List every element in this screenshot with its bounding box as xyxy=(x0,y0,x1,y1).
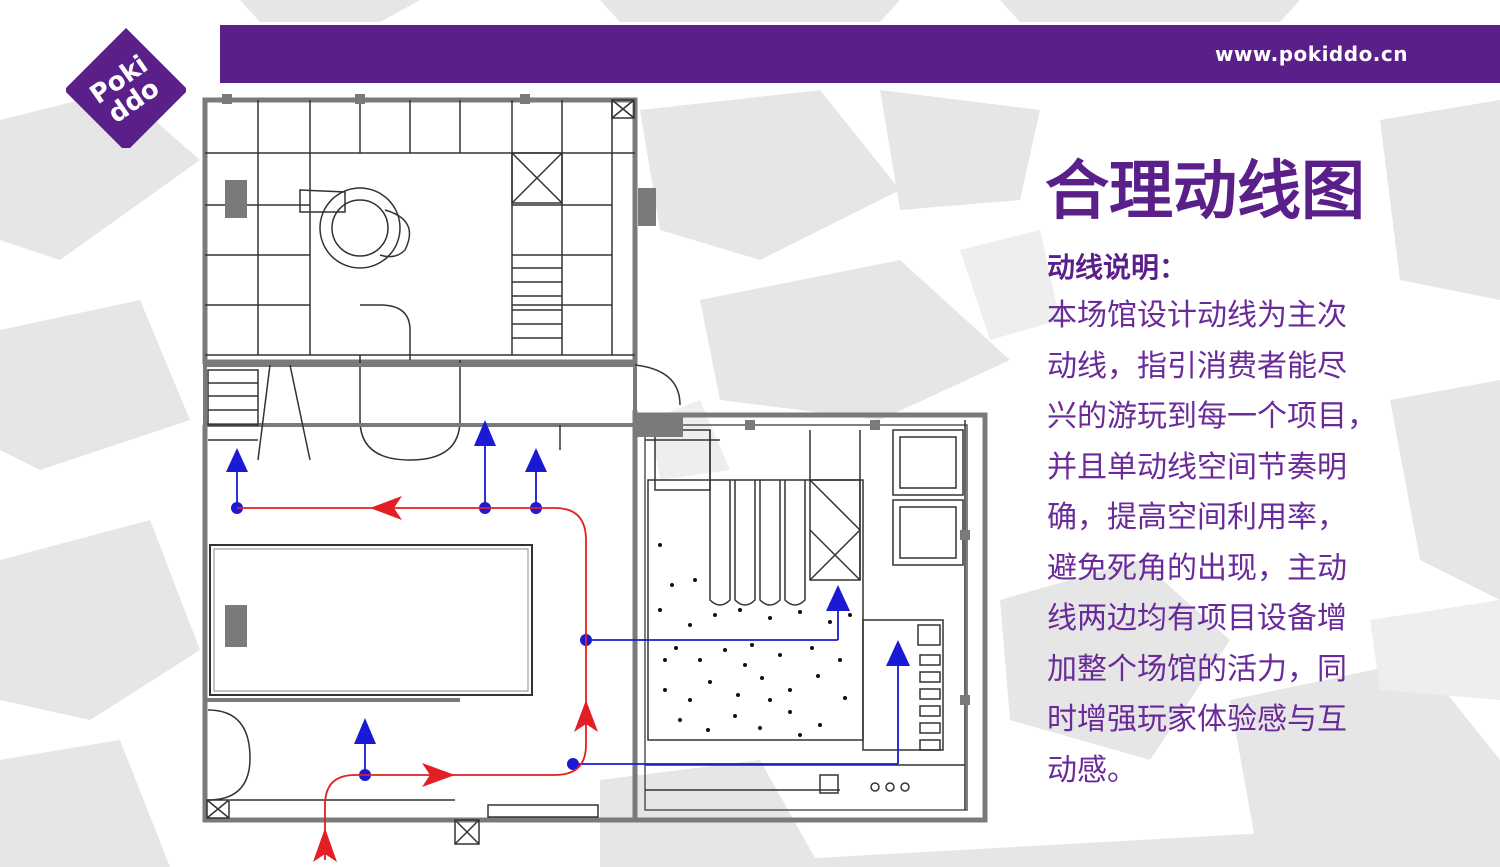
arrow-right-icon xyxy=(422,763,455,787)
arrow-up-icon xyxy=(313,828,337,862)
arrow-up-icon xyxy=(474,420,496,446)
arrow-up-icon xyxy=(354,718,376,744)
secondary-flow xyxy=(236,440,899,775)
arrow-up-icon xyxy=(226,448,248,472)
description-text: 本场馆设计动线为主次 动线，指引消费者能尽 兴的游玩到每一个项目， 并且单动线空… xyxy=(1047,298,1377,788)
page-title: 合理动线图 xyxy=(1045,155,1365,229)
arrow-up-icon xyxy=(886,640,910,666)
arrow-up-icon xyxy=(826,585,850,611)
arrow-up-icon xyxy=(574,700,598,732)
upper-room-outline xyxy=(202,97,638,365)
website-url[interactable]: www.pokiddo.cn xyxy=(1214,42,1408,66)
header-bar xyxy=(220,25,1500,83)
arrow-left-icon xyxy=(370,496,402,520)
pokiddo-logo: Poki ddo xyxy=(66,28,186,148)
right-room-outline xyxy=(632,412,988,823)
main-flow xyxy=(237,507,587,860)
section-subtitle: 动线说明： xyxy=(1047,251,1188,284)
arrow-up-icon xyxy=(525,448,547,472)
